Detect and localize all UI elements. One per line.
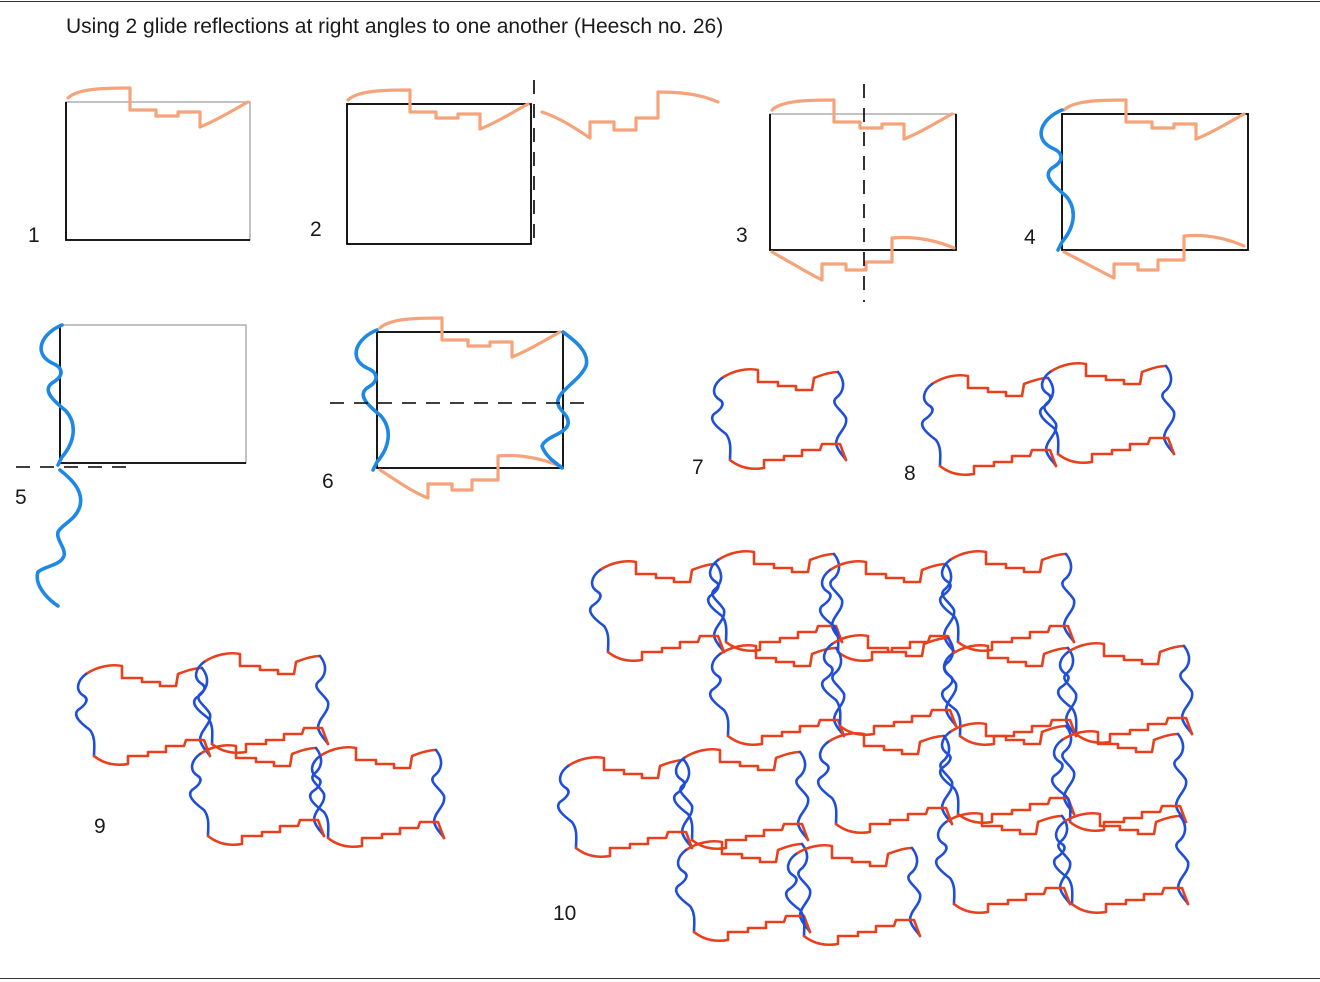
step-10-tile-r1c1 <box>588 559 726 663</box>
step-10-figure <box>556 549 1194 947</box>
step-label-7: 7 <box>692 456 704 479</box>
step-10-tile-r2c2 <box>820 633 958 737</box>
step-5-reflected-edge <box>35 468 83 608</box>
step-1-outline <box>65 101 251 241</box>
step-3-bottom-edge <box>770 235 956 282</box>
step-10-tile-r3c1 <box>816 731 954 835</box>
step-2-reflected-edge <box>540 90 720 140</box>
step-10-tile-r5c3 <box>934 811 1072 915</box>
step-4-top-edge <box>1062 98 1246 141</box>
step-6-figure <box>330 316 590 500</box>
top-rule <box>0 1 1320 2</box>
step-9-tile-3 <box>188 743 326 847</box>
step-4-bottom-edge <box>1062 233 1246 280</box>
step-3-top-edge <box>770 98 954 141</box>
step-label-9: 9 <box>94 815 106 838</box>
step-10-tile-r2c4 <box>1056 641 1194 745</box>
step-10-tile-r4c1 <box>556 755 694 859</box>
step-9-figure <box>74 651 446 849</box>
step-5-frame <box>59 325 246 464</box>
step-5-outline <box>59 324 247 464</box>
step-1-top-edge <box>66 86 250 129</box>
page-title: Using 2 glide reflections at right angle… <box>66 15 724 38</box>
step-3-figure <box>769 84 957 302</box>
step-1-frame <box>65 102 250 241</box>
step-label-2: 2 <box>310 218 322 241</box>
step-label-8: 8 <box>904 462 916 485</box>
step-1-figure <box>65 86 251 241</box>
step-label-6: 6 <box>322 470 334 493</box>
step-5-left-edge <box>39 323 76 467</box>
step-10-tile-r1c2 <box>706 549 844 653</box>
step-5-figure <box>16 323 247 608</box>
step-6-top-edge <box>378 316 562 359</box>
step-label-4: 4 <box>1024 226 1036 249</box>
step-8-figure <box>920 361 1176 477</box>
step-10-tile-r2c3 <box>940 643 1078 747</box>
step-4-frame <box>1061 113 1249 251</box>
step-2-figure <box>346 80 720 245</box>
step-10-tile-r5c4 <box>1052 811 1190 915</box>
step-9-tile-1 <box>74 663 212 767</box>
step-3-frame <box>769 114 957 251</box>
step-9-tile-4 <box>308 745 446 849</box>
step-6-frame <box>376 331 564 469</box>
step-7-tile <box>710 367 848 471</box>
step-label-5: 5 <box>15 486 27 509</box>
step-10-tile-r4c2 <box>672 747 810 851</box>
step-4-left-edge <box>1039 108 1076 252</box>
step-6-bottom-edge <box>378 453 562 500</box>
step-6-right-edge <box>540 330 589 470</box>
step-10-tile-r3c2 <box>938 721 1076 825</box>
step-8-tile-right <box>1038 361 1176 465</box>
step-2-frame <box>346 103 532 245</box>
step-4-figure <box>1039 98 1249 280</box>
step-10-tile-r5c1 <box>674 839 812 943</box>
step-3-outline <box>769 113 957 251</box>
bottom-rule <box>0 978 1320 979</box>
step-9-tile-2 <box>192 651 330 755</box>
step-7-figure <box>710 367 848 471</box>
step-label-10: 10 <box>553 902 577 925</box>
step-8-tile-left <box>920 373 1058 477</box>
step-6-left-edge <box>354 328 391 472</box>
step-10-tile-r1c4 <box>938 549 1076 653</box>
step-label-1: 1 <box>28 224 40 247</box>
step-label-3: 3 <box>736 224 748 247</box>
step-2-top-edge <box>346 88 530 131</box>
